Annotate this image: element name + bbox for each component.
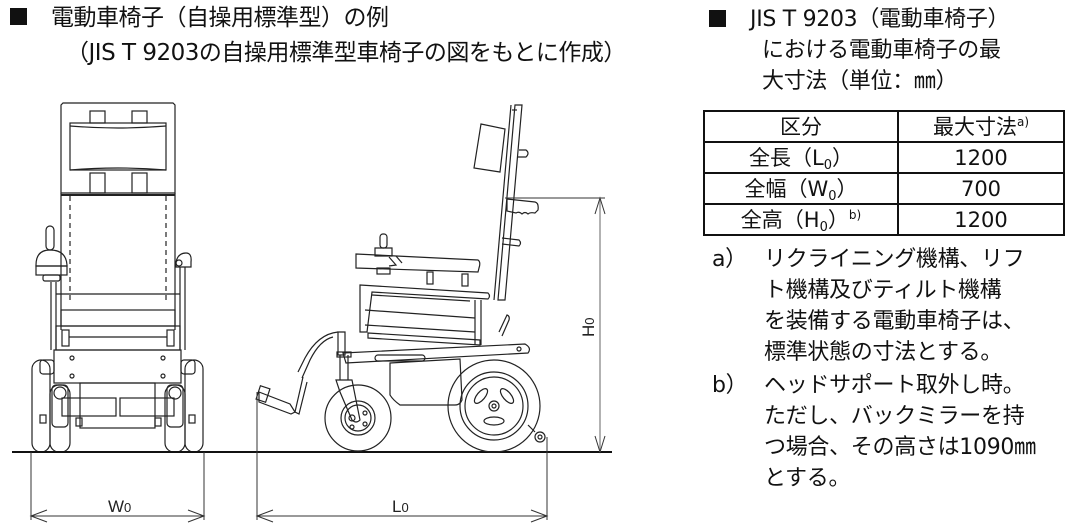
side-view-wheelchair (255, 104, 546, 453)
figure-subtitle: （JIS T 9203の自操用標準型車椅子の図をもとに作成） (66, 40, 626, 66)
footnote-b-label: b） (712, 373, 748, 398)
max-dimensions-table: 区分 最大寸法a) 全長（L0） 1200 全幅（W0） 700 全高（H0）b… (703, 110, 1065, 236)
footnote-ref-b: b) (848, 207, 862, 222)
square-bullet-icon (10, 8, 27, 25)
length-dimension (255, 392, 549, 523)
row-value-height: 1200 (897, 203, 1065, 236)
footnote-line: ヘッドサポート取外し時。 (764, 373, 1025, 398)
table-title-line3: 大寸法（単位：㎜） (762, 69, 958, 94)
footnote-a-label: a） (712, 247, 747, 272)
front-view-wheelchair (31, 102, 204, 453)
footnote-line: つ場合、その高さは1090㎜ (764, 435, 1036, 460)
footnote-line: ト機構及びティルト機構 (764, 278, 1002, 303)
header-category: 区分 (703, 110, 899, 143)
square-bullet-icon (709, 9, 726, 27)
width-dimension (29, 452, 206, 523)
table-row: 全高（H0）b) 1200 (703, 203, 1065, 236)
footnote-line: リクライニング機構、リフ (764, 247, 1025, 272)
height-label: H0 (579, 317, 598, 337)
row-value-width: 700 (897, 172, 1065, 205)
row-label-width: 全幅（W0） (703, 172, 899, 205)
footnote-line: とする。 (764, 466, 851, 491)
wheelchair-drawings: W0 L0 H0 (12, 102, 612, 523)
figure-title: 電動車椅子（自操用標準型）の例 (10, 2, 389, 34)
table-row: 全長（L0） 1200 (703, 141, 1065, 174)
height-dimension (505, 196, 606, 454)
footnote-ref-a: a) (1016, 114, 1030, 129)
footnote-a: a）リクライニング機構、リフ ト機構及びティルト機構 を装備する電動車椅子は、 … (712, 244, 1071, 368)
footnote-b: b） ヘッドサポート取外し時。 ただし、バックミラーを持 つ場合、その高さは109… (712, 370, 1071, 494)
table-title-line2: における電動車椅子の最 (762, 38, 1001, 63)
header-max-dimension: 最大寸法a) (897, 110, 1065, 143)
row-label-length: 全長（L0） (703, 141, 899, 174)
footnote-line: を装備する電動車椅子は、 (764, 309, 1025, 334)
row-value-length: 1200 (897, 141, 1065, 174)
table-row: 全幅（W0） 700 (703, 172, 1065, 205)
figure-title-text: 電動車椅子（自操用標準型）の例 (51, 5, 389, 31)
table-header-row: 区分 最大寸法a) (703, 110, 1065, 143)
row-label-height: 全高（H0）b) (703, 203, 899, 236)
table-title-line1: JIS T 9203（電動車椅子） (750, 7, 1010, 32)
footnote-line: 標準状態の寸法とする。 (764, 340, 1003, 365)
length-label: L0 (392, 497, 409, 516)
footnote-line: ただし、バックミラーを持 (764, 404, 1025, 429)
table-title: JIS T 9203（電動車椅子） における電動車椅子の最 大寸法（単位：㎜） (709, 4, 1069, 97)
width-label: W0 (108, 497, 131, 516)
